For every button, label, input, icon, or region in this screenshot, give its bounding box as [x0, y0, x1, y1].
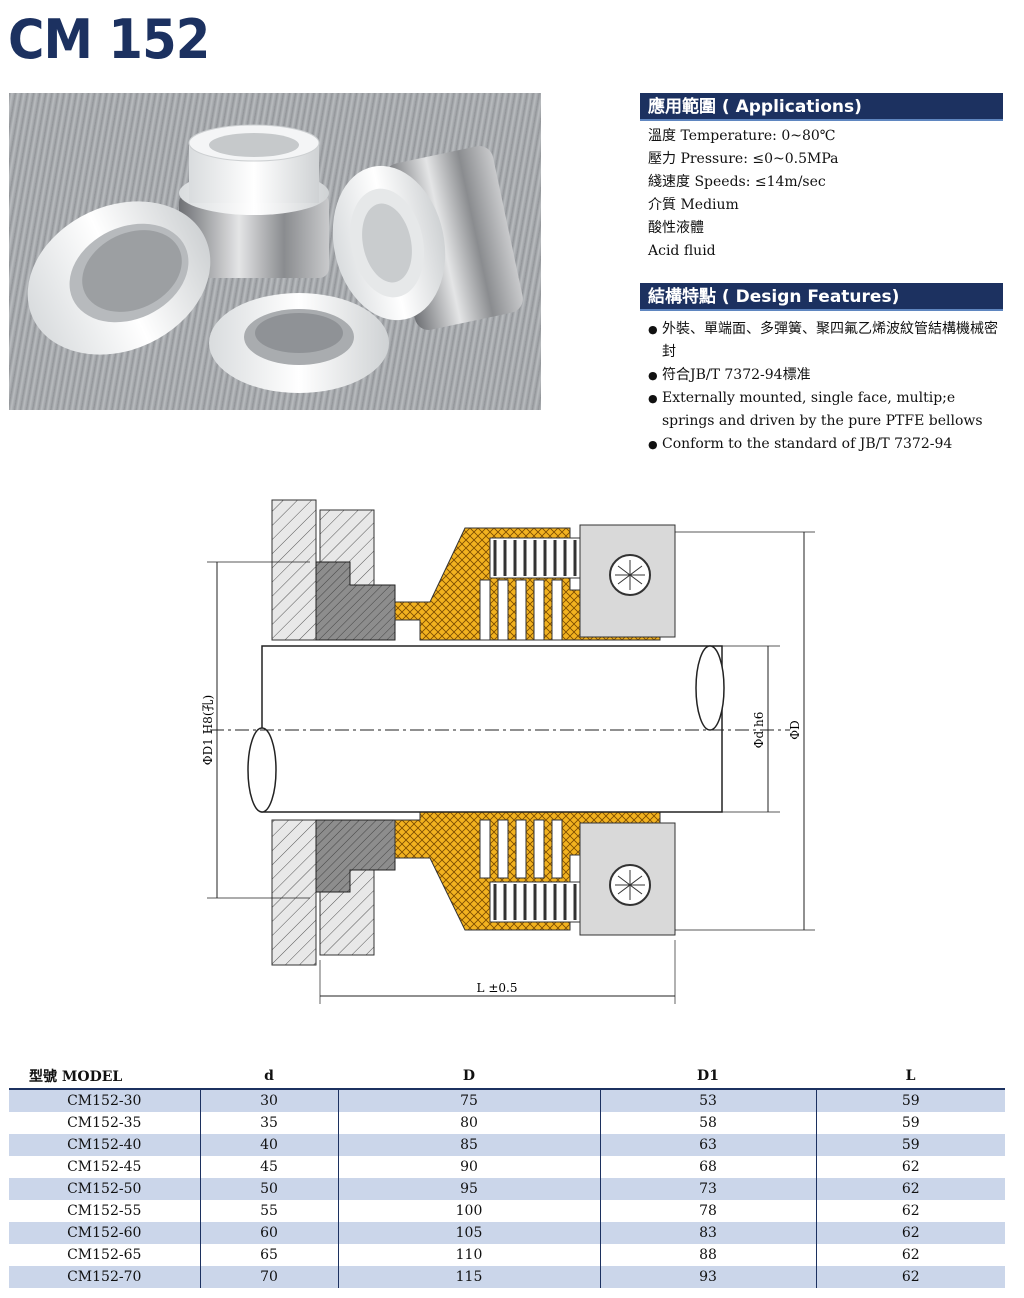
- cell-model: CM152-70: [9, 1266, 200, 1288]
- cell-D1: 93: [599, 1266, 816, 1288]
- application-line: 介質 Medium: [648, 197, 739, 213]
- application-line: 溫度 Temperature: 0~80℃: [648, 128, 836, 144]
- design-features-list: 外裝、單端面、多彈簧、聚四氟乙烯波紋管結構機械密封 符合JB/T 7372-94…: [648, 318, 1008, 456]
- feature-item: Externally mounted, single face, multip;…: [648, 387, 1008, 433]
- cell-d: 60: [199, 1222, 338, 1244]
- feature-item: 外裝、單端面、多彈簧、聚四氟乙烯波紋管結構機械密封: [648, 318, 1002, 364]
- cell-L: 59: [815, 1112, 1005, 1134]
- cell-L: 62: [815, 1200, 1005, 1222]
- cell-D1: 58: [599, 1112, 816, 1134]
- cell-L: 62: [815, 1178, 1005, 1200]
- cell-D: 100: [337, 1200, 600, 1222]
- cell-model: CM152-30: [9, 1089, 200, 1112]
- cell-L: 59: [815, 1134, 1005, 1156]
- cell-d: 40: [199, 1134, 338, 1156]
- application-line: 壓力 Pressure: ≤0~0.5MPa: [648, 151, 839, 167]
- seal-photo-illustration: [27, 124, 523, 393]
- table-header-row: 型號 MODEL d D D1 L: [9, 1064, 1005, 1090]
- cell-d: 70: [199, 1266, 338, 1288]
- cell-model: CM152-40: [9, 1134, 200, 1156]
- cell-D: 95: [337, 1178, 600, 1200]
- cell-model: CM152-55: [67, 1203, 142, 1219]
- cell-D1: 73: [599, 1178, 816, 1200]
- seal-cross-section-drawing: ΦD1 H8(孔) Φd h6 ΦD L ±0.5: [201, 499, 815, 1004]
- dimension-label-D: ΦD: [788, 720, 802, 739]
- dimension-label-L: L ±0.5: [477, 981, 518, 995]
- column-header-L: L: [816, 1064, 1005, 1090]
- cell-model: CM152-35: [67, 1115, 142, 1131]
- cell-L: 62: [815, 1222, 1005, 1244]
- column-header-d: d: [200, 1064, 338, 1090]
- cell-model: CM152-45: [67, 1159, 142, 1175]
- cell-D: 110: [337, 1244, 600, 1266]
- cell-D1: 63: [599, 1134, 816, 1156]
- product-photo: [9, 93, 541, 410]
- cell-D1: 78: [599, 1200, 816, 1222]
- applications-heading: 應用範圍 ( Applications): [640, 93, 1003, 121]
- column-header-D1: D1: [600, 1064, 816, 1090]
- cell-d: 30: [199, 1089, 338, 1112]
- column-header-model: 型號 MODEL: [9, 1064, 200, 1090]
- cell-d: 35: [199, 1112, 338, 1134]
- cell-D: 90: [337, 1156, 600, 1178]
- application-line: 酸性液體: [648, 220, 704, 236]
- cell-d: 45: [199, 1156, 338, 1178]
- application-line: Acid fluid: [648, 243, 716, 259]
- cell-d: 50: [199, 1178, 338, 1200]
- cell-model: CM152-50: [9, 1178, 200, 1200]
- cell-d: 55: [199, 1200, 338, 1222]
- feature-item: 符合JB/T 7372-94標准: [648, 364, 1008, 387]
- design-features-heading: 結構特點 ( Design Features): [640, 283, 1003, 311]
- cell-D1: 68: [599, 1156, 816, 1178]
- column-header-D: D: [338, 1064, 600, 1090]
- cell-L: 59: [815, 1089, 1005, 1112]
- cell-D1: 88: [599, 1244, 816, 1266]
- cell-L: 62: [815, 1156, 1005, 1178]
- dimension-label-d: Φd h6: [752, 712, 766, 749]
- cell-D: 85: [337, 1134, 600, 1156]
- cell-model: CM152-65: [67, 1247, 142, 1263]
- application-line: 綫速度 Speeds: ≤14m/sec: [648, 174, 826, 190]
- cell-model: CM152-60: [9, 1222, 200, 1244]
- cell-D1: 83: [599, 1222, 816, 1244]
- cell-D: 105: [337, 1222, 600, 1244]
- cell-L: 62: [815, 1244, 1005, 1266]
- cell-D: 80: [337, 1112, 600, 1134]
- cell-D: 75: [337, 1089, 600, 1112]
- cell-D: 115: [337, 1266, 600, 1288]
- cell-L: 62: [815, 1266, 1005, 1288]
- cell-D1: 53: [599, 1089, 816, 1112]
- page-title: CM 152: [8, 8, 210, 71]
- feature-item: Conform to the standard of JB/T 7372-94: [648, 433, 1008, 456]
- applications-list: 溫度 Temperature: 0~80℃ 壓力 Pressure: ≤0~0.…: [648, 125, 838, 263]
- dimension-label-d1: ΦD1 H8(孔): [201, 695, 215, 765]
- cell-d: 65: [199, 1244, 338, 1266]
